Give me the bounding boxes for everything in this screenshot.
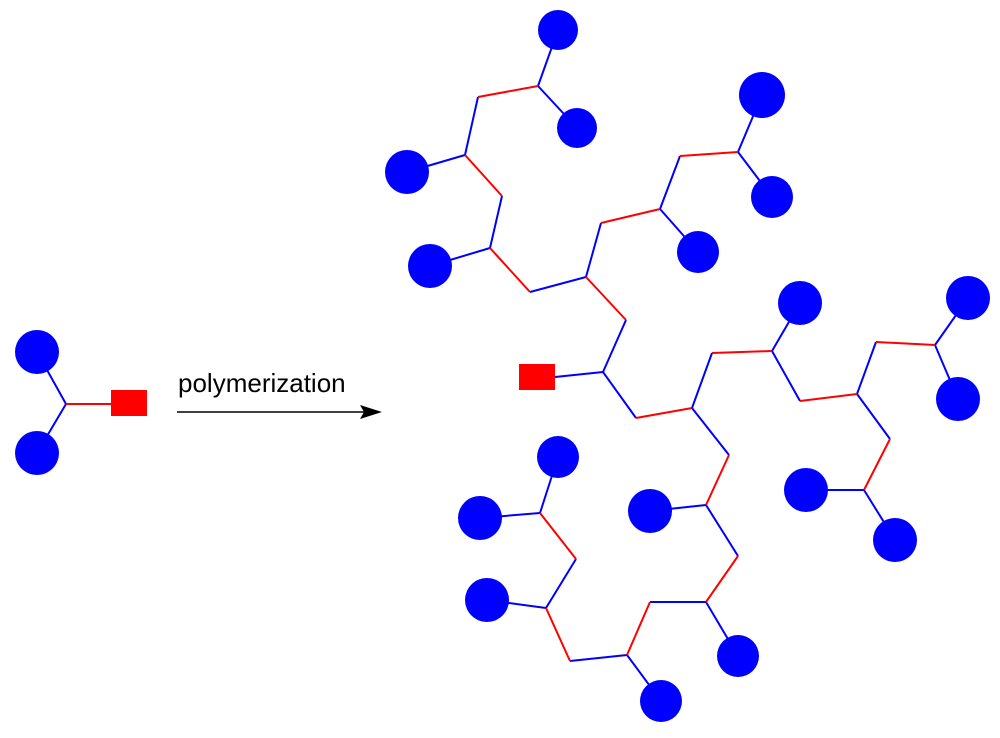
polymer-bond bbox=[569, 654, 628, 662]
polymer-end-group bbox=[677, 231, 719, 273]
polymer-bond bbox=[545, 607, 571, 662]
monomer bbox=[15, 330, 147, 475]
polymer-bond bbox=[529, 276, 587, 293]
polymer-end-group bbox=[946, 276, 990, 320]
hyperbranched-polymer bbox=[385, 10, 990, 722]
polymer-bond bbox=[464, 154, 503, 197]
polymer-bond bbox=[659, 155, 681, 210]
polymer-end-group bbox=[557, 108, 597, 148]
polymer-bond bbox=[679, 151, 739, 157]
polymer-end-groups bbox=[385, 10, 990, 722]
polymer-end-group bbox=[717, 635, 759, 677]
polymer-bond bbox=[464, 96, 479, 156]
reaction-arrow: polymerization bbox=[177, 368, 382, 419]
polymer-end-group bbox=[538, 10, 578, 50]
polymer-bond bbox=[545, 558, 577, 609]
polymer-bond bbox=[856, 393, 891, 440]
polymer-end-group bbox=[465, 578, 509, 622]
polymer-end-group bbox=[751, 176, 793, 218]
polymer-bond bbox=[863, 438, 891, 491]
monomer-end-group bbox=[15, 431, 59, 475]
polymer-bond bbox=[602, 371, 637, 419]
polymer-bond bbox=[539, 512, 577, 560]
polymer-end-group bbox=[385, 150, 429, 194]
polymer-bonds-red bbox=[464, 85, 936, 662]
polymer-end-group bbox=[408, 244, 452, 288]
polymer-bond bbox=[600, 208, 661, 224]
polymer-bond bbox=[477, 85, 539, 98]
polymer-bond bbox=[705, 504, 739, 557]
polymer-end-group bbox=[739, 72, 785, 118]
polymer-end-group bbox=[458, 496, 502, 540]
polymer-bond bbox=[554, 371, 604, 378]
polymer-bond bbox=[626, 601, 651, 656]
polymer-end-group bbox=[628, 489, 672, 533]
polymer-end-group bbox=[936, 377, 980, 421]
polymer-bond bbox=[705, 454, 730, 506]
polymer-bond bbox=[691, 352, 713, 409]
polymer-bond bbox=[875, 341, 936, 346]
polymer-bond bbox=[489, 195, 503, 249]
polymer-focal-group bbox=[519, 364, 555, 390]
monomer-end-group bbox=[15, 330, 59, 374]
polymer-bond bbox=[691, 407, 730, 456]
polymer-end-group bbox=[778, 281, 822, 325]
monomer-focal-group bbox=[111, 390, 147, 416]
polymer-bond bbox=[799, 393, 858, 402]
polymer-end-group bbox=[873, 518, 917, 562]
polymer-end-group bbox=[537, 436, 579, 478]
polymer-bond bbox=[585, 276, 627, 321]
polymer-bond bbox=[489, 247, 531, 293]
polymer-bond bbox=[585, 222, 602, 278]
polymer-bond bbox=[635, 407, 693, 419]
polymer-bond bbox=[705, 555, 739, 603]
polymer-end-group bbox=[640, 680, 682, 722]
polymer-end-group bbox=[784, 468, 828, 512]
arrow-label: polymerization bbox=[178, 368, 346, 398]
arrowhead bbox=[360, 405, 382, 419]
polymer-bond bbox=[856, 341, 877, 395]
polymer-bond bbox=[602, 319, 627, 373]
polymer-bond bbox=[771, 350, 801, 402]
polymer-bond bbox=[711, 350, 773, 354]
